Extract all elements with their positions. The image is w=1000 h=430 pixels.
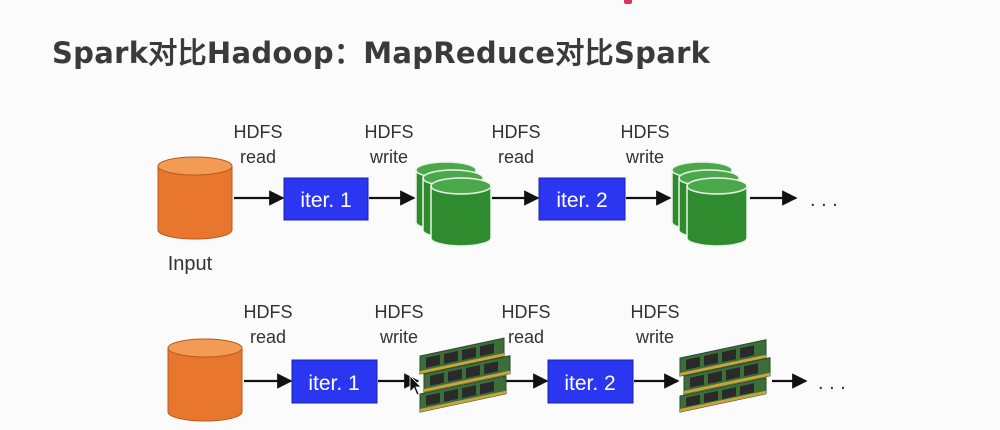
row1-hdfs-write-2: HDFS write: [621, 122, 670, 167]
row2-iter1-box: iter. 1: [291, 359, 378, 404]
top-accent-mark: [624, 0, 632, 4]
iter-label: iter. 1: [300, 189, 351, 212]
step-line2: read: [240, 147, 276, 167]
row2-iter2-box: iter. 2: [547, 359, 634, 404]
step-line1: HDFS: [375, 302, 424, 322]
row2-hdfs-write-1: HDFS write: [375, 302, 424, 347]
step-line1: HDFS: [621, 122, 670, 142]
hdfs-disk-stack-icon: [415, 161, 492, 247]
row1-hdfs-read-2: HDFS read: [492, 122, 541, 167]
page-title: Spark对比Hadoop：MapReduce对比Spark: [52, 36, 711, 70]
hdfs-disk-stack-icon: [671, 161, 748, 247]
input-disk-icon: [167, 338, 243, 422]
step-line2: read: [508, 327, 544, 347]
step-line2: read: [250, 327, 286, 347]
row2-ellipsis: . . .: [818, 372, 846, 394]
step-line1: HDFS: [631, 302, 680, 322]
row1-iter1-box: iter. 1: [283, 177, 369, 221]
memory-ram-stack-icon: [419, 337, 511, 413]
row1-iter2-box: iter. 2: [538, 177, 626, 221]
step-line2: write: [379, 327, 418, 347]
iter-label: iter. 2: [564, 372, 615, 395]
iter-label: iter. 2: [556, 189, 607, 212]
row1-hdfs-write-1: HDFS write: [365, 122, 414, 167]
step-line1: HDFS: [234, 122, 283, 142]
step-line2: write: [369, 147, 408, 167]
step-line2: read: [498, 147, 534, 167]
step-line1: HDFS: [244, 302, 293, 322]
step-line1: HDFS: [492, 122, 541, 142]
memory-ram-stack-icon: [679, 339, 771, 413]
iter-label: iter. 1: [308, 372, 359, 395]
row2-hdfs-read-2: HDFS read: [502, 302, 551, 347]
row1-hdfs-read-1: HDFS read: [234, 122, 283, 167]
mouse-cursor-icon: [409, 375, 422, 396]
step-line1: HDFS: [502, 302, 551, 322]
input-disk-icon: [157, 156, 233, 240]
step-line2: write: [635, 327, 674, 347]
input-label: Input: [168, 253, 213, 275]
row2-hdfs-read-1: HDFS read: [244, 302, 293, 347]
row2-hdfs-write-2: HDFS write: [631, 302, 680, 347]
step-line2: write: [625, 147, 664, 167]
step-line1: HDFS: [365, 122, 414, 142]
row1-ellipsis: . . .: [810, 189, 838, 211]
